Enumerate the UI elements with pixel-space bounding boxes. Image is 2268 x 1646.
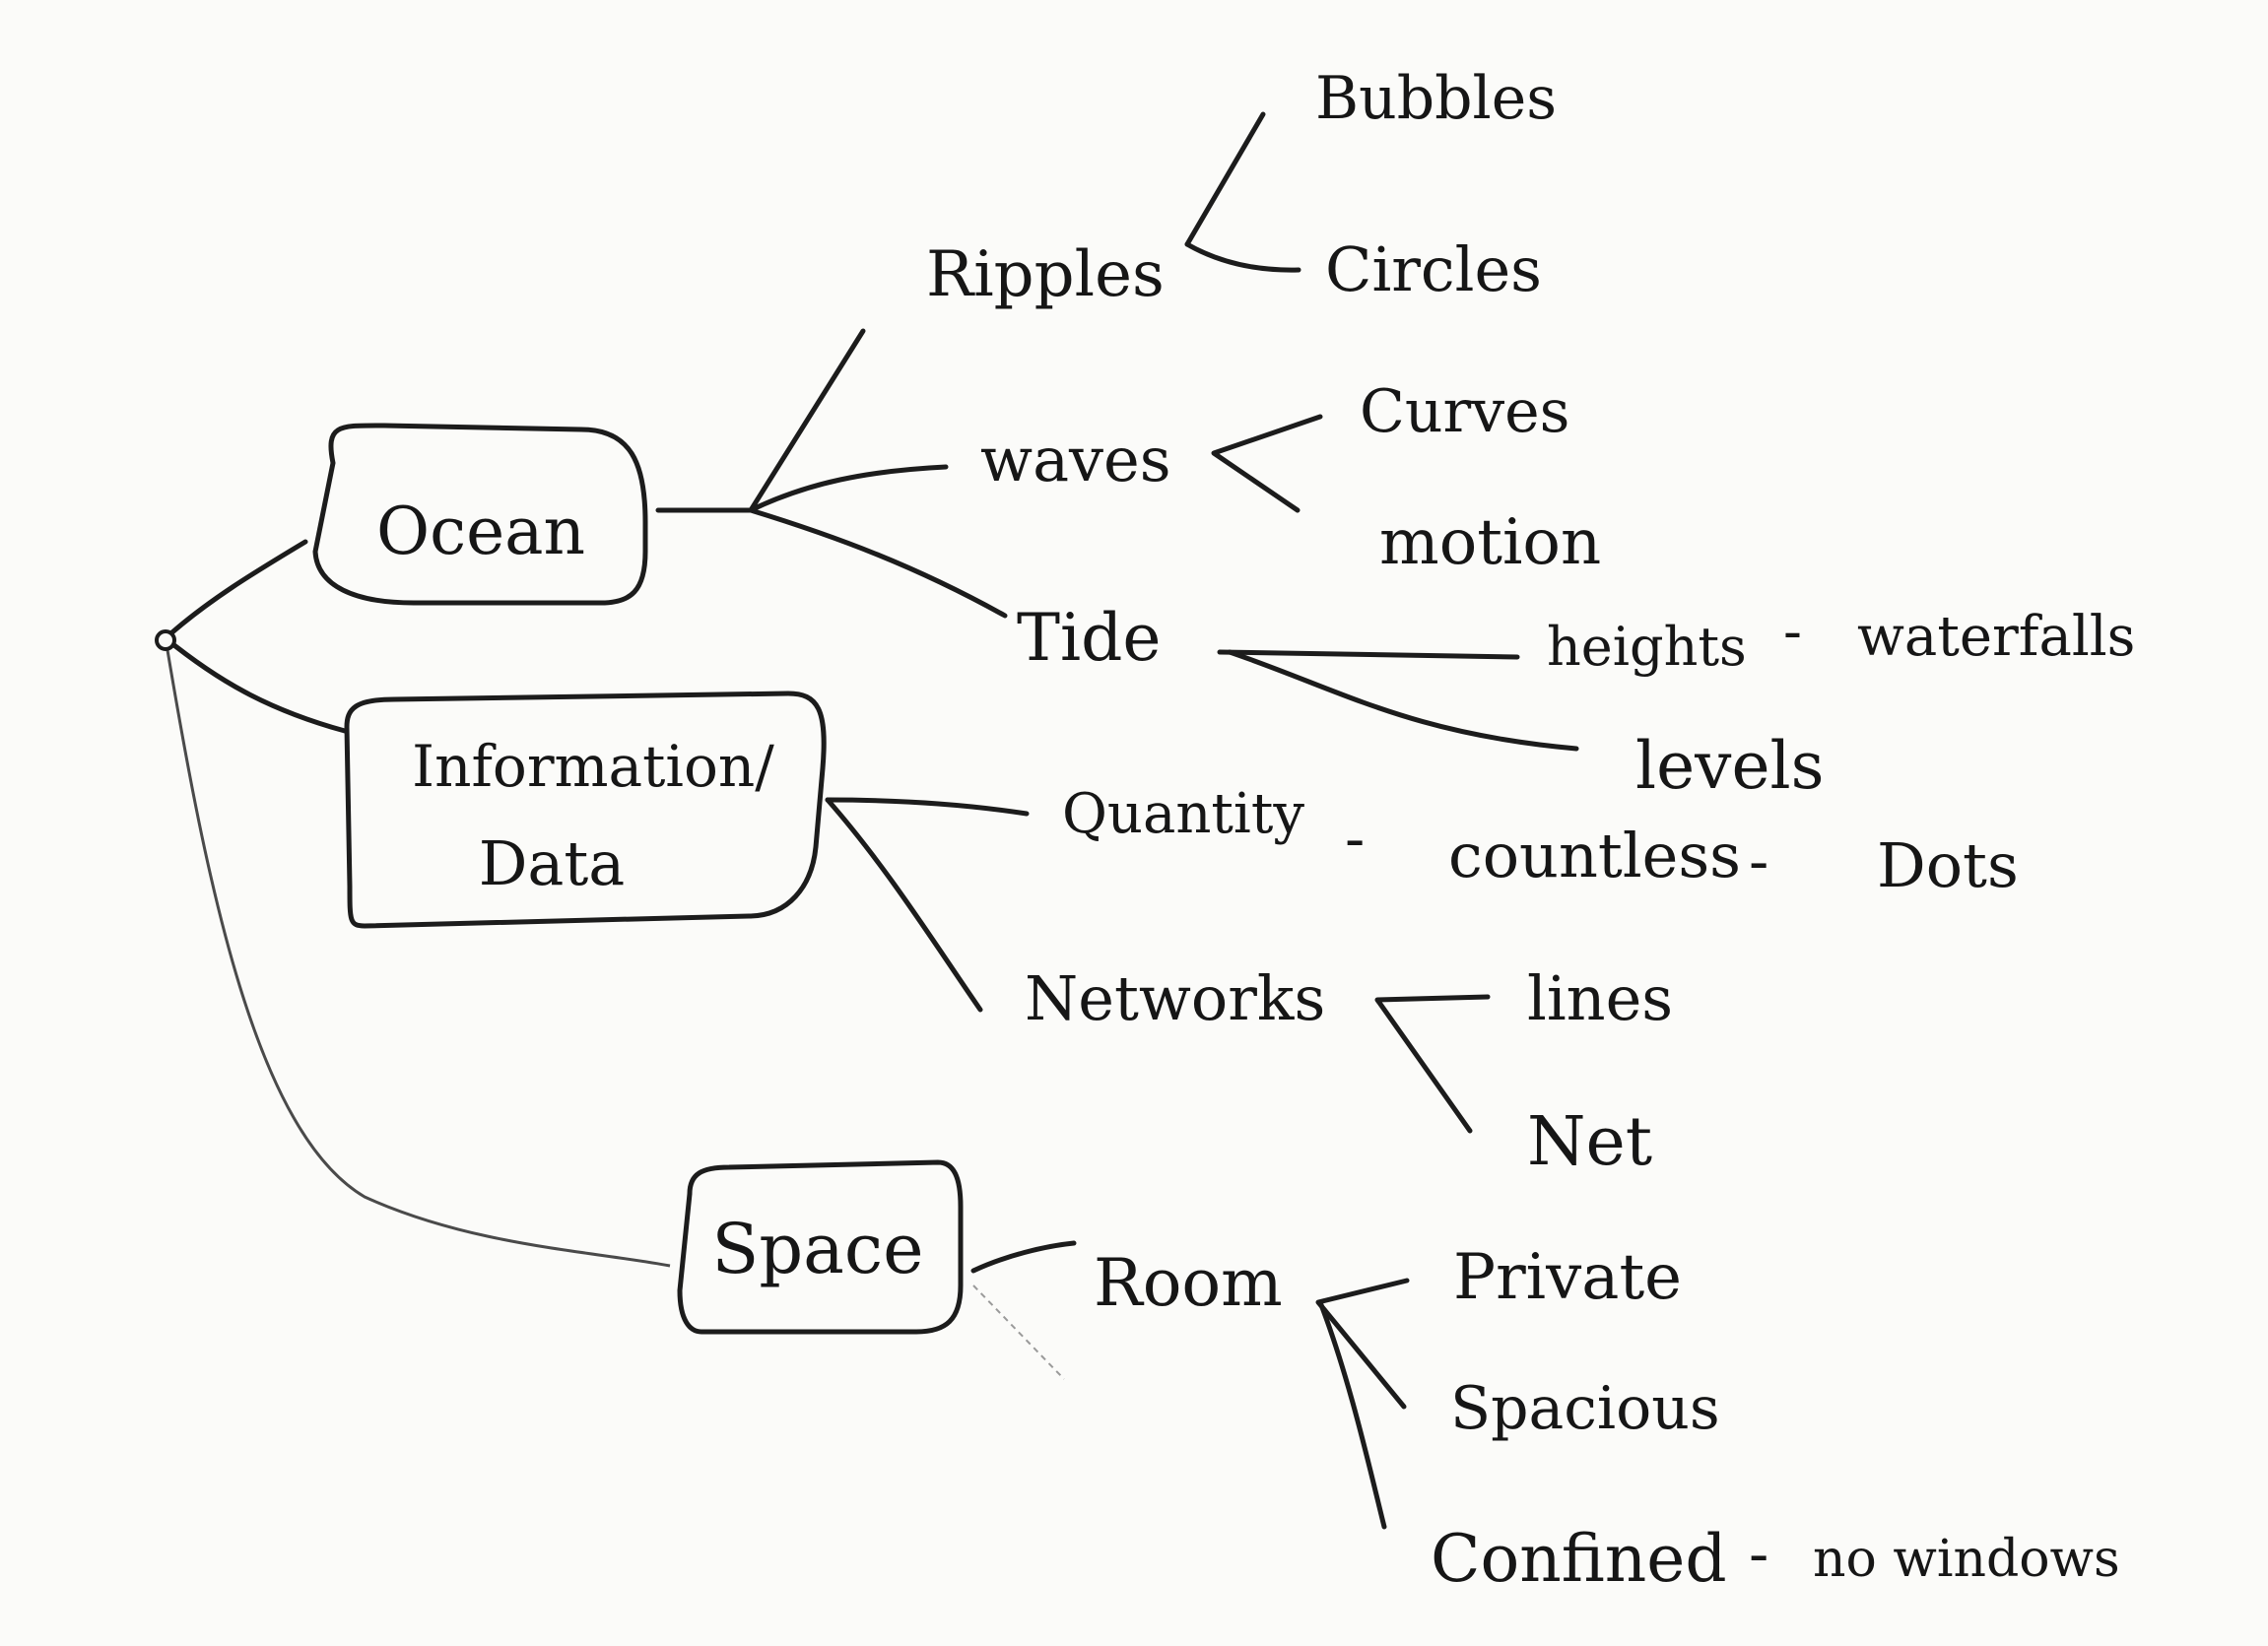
node-motion: motion	[1379, 506, 1601, 579]
edge-room-confined	[1317, 1299, 1387, 1530]
node-no-windows: no windows	[1813, 1530, 2120, 1589]
node-ocean: Ocean	[312, 423, 648, 606]
data-label: Data	[479, 827, 626, 899]
node-networks: Networks	[1025, 962, 1325, 1034]
information-box	[344, 691, 827, 929]
edge-ripples-circles	[1184, 241, 1301, 273]
node-private: Private	[1453, 1241, 1682, 1314]
root-dot	[155, 629, 176, 651]
node-dots: Dots	[1877, 829, 2019, 901]
edge-ripples-bubbles	[1184, 111, 1266, 247]
node-confined: Confined	[1431, 1521, 1727, 1597]
information-label: Information/	[412, 733, 774, 800]
ocean-label: Ocean	[376, 494, 585, 569]
edge-tide-heights	[1217, 649, 1520, 660]
node-levels: levels	[1635, 728, 1825, 804]
node-waterfalls: waterfalls	[1857, 605, 2135, 669]
node-space: Space	[677, 1159, 964, 1335]
ocean-box	[312, 423, 648, 606]
edge-tide-levels	[1227, 649, 1579, 752]
dash-countless-dots: -	[1749, 827, 1768, 896]
edge-networks-lines	[1374, 994, 1491, 1134]
node-spacious: Spacious	[1450, 1374, 1720, 1443]
node-countless: countless	[1448, 820, 1741, 891]
node-lines: lines	[1527, 962, 1673, 1034]
edge-root-information	[163, 635, 348, 734]
edge-waves-curves	[1211, 414, 1323, 513]
edge-information-networks	[825, 797, 983, 1013]
dash-confined-no-windows: -	[1749, 1520, 1768, 1589]
node-net: Net	[1527, 1103, 1652, 1181]
edge-information-quantity	[825, 797, 1030, 817]
node-tide: Tide	[1017, 600, 1161, 676]
dash-heights-waterfalls: -	[1783, 600, 1802, 664]
node-room: Room	[1094, 1245, 1283, 1321]
node-waves: waves	[980, 424, 1171, 495]
node-quantity: Quantity	[1062, 782, 1304, 846]
node-bubbles: Bubbles	[1315, 64, 1557, 133]
edge-room-private	[1315, 1278, 1410, 1410]
edge-root-ocean	[163, 539, 308, 641]
space-label: Space	[711, 1209, 923, 1289]
space-box	[677, 1159, 964, 1335]
node-information-data: Information/ Data	[344, 691, 827, 929]
node-curves: Curves	[1360, 377, 1569, 446]
edge-ocean-tide	[748, 507, 1008, 619]
node-ripples: Ripples	[926, 238, 1165, 311]
node-heights: heights	[1547, 616, 1747, 678]
edge-space-faint	[972, 1284, 1065, 1380]
edges	[163, 111, 1579, 1530]
edge-space-room	[970, 1240, 1077, 1274]
dash-quantity-countless: -	[1345, 805, 1365, 874]
edge-root-space	[164, 637, 671, 1268]
edge-ocean-waves	[748, 464, 949, 513]
node-circles: Circles	[1325, 233, 1542, 305]
